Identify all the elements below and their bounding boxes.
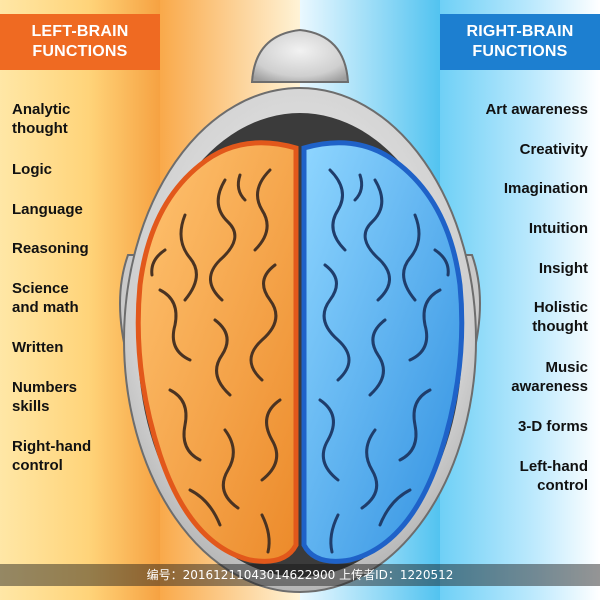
right-brain-header: RIGHT-BRAIN FUNCTIONS xyxy=(440,14,600,70)
right-function-item: Art awareness xyxy=(485,101,588,118)
left-header-line1: LEFT-BRAIN xyxy=(31,23,129,40)
left-function-item: Numbers skills xyxy=(12,379,78,415)
right-function-item: Creativity xyxy=(519,141,588,158)
left-header-line2: FUNCTIONS xyxy=(32,43,128,60)
left-function-item: Reasoning xyxy=(12,240,89,257)
image-caption: 编号：20161211043014622900 上传者ID：1220512 xyxy=(0,564,600,586)
right-hemisphere xyxy=(301,140,465,564)
right-function-item: Music awareness xyxy=(511,359,588,395)
left-function-item: Right-hand control xyxy=(12,438,92,474)
right-function-item: Left-hand control xyxy=(519,458,588,494)
right-function-item: Holistic thought xyxy=(532,299,588,335)
right-function-item: Intuition xyxy=(528,220,588,237)
right-function-item: 3-D forms xyxy=(517,418,588,435)
left-function-item: Written xyxy=(12,339,64,356)
left-function-item: Analytic thought xyxy=(12,101,71,137)
right-header-line1: RIGHT-BRAIN xyxy=(466,23,574,40)
left-function-item: Logic xyxy=(12,161,52,178)
left-brain-header: LEFT-BRAIN FUNCTIONS xyxy=(0,14,160,70)
right-function-item: Insight xyxy=(538,260,588,277)
right-function-item: Imagination xyxy=(503,180,588,197)
left-function-item: Language xyxy=(12,201,83,218)
left-hemisphere xyxy=(135,140,299,564)
right-header-line2: FUNCTIONS xyxy=(472,43,568,60)
left-function-item: Science and math xyxy=(12,280,79,316)
